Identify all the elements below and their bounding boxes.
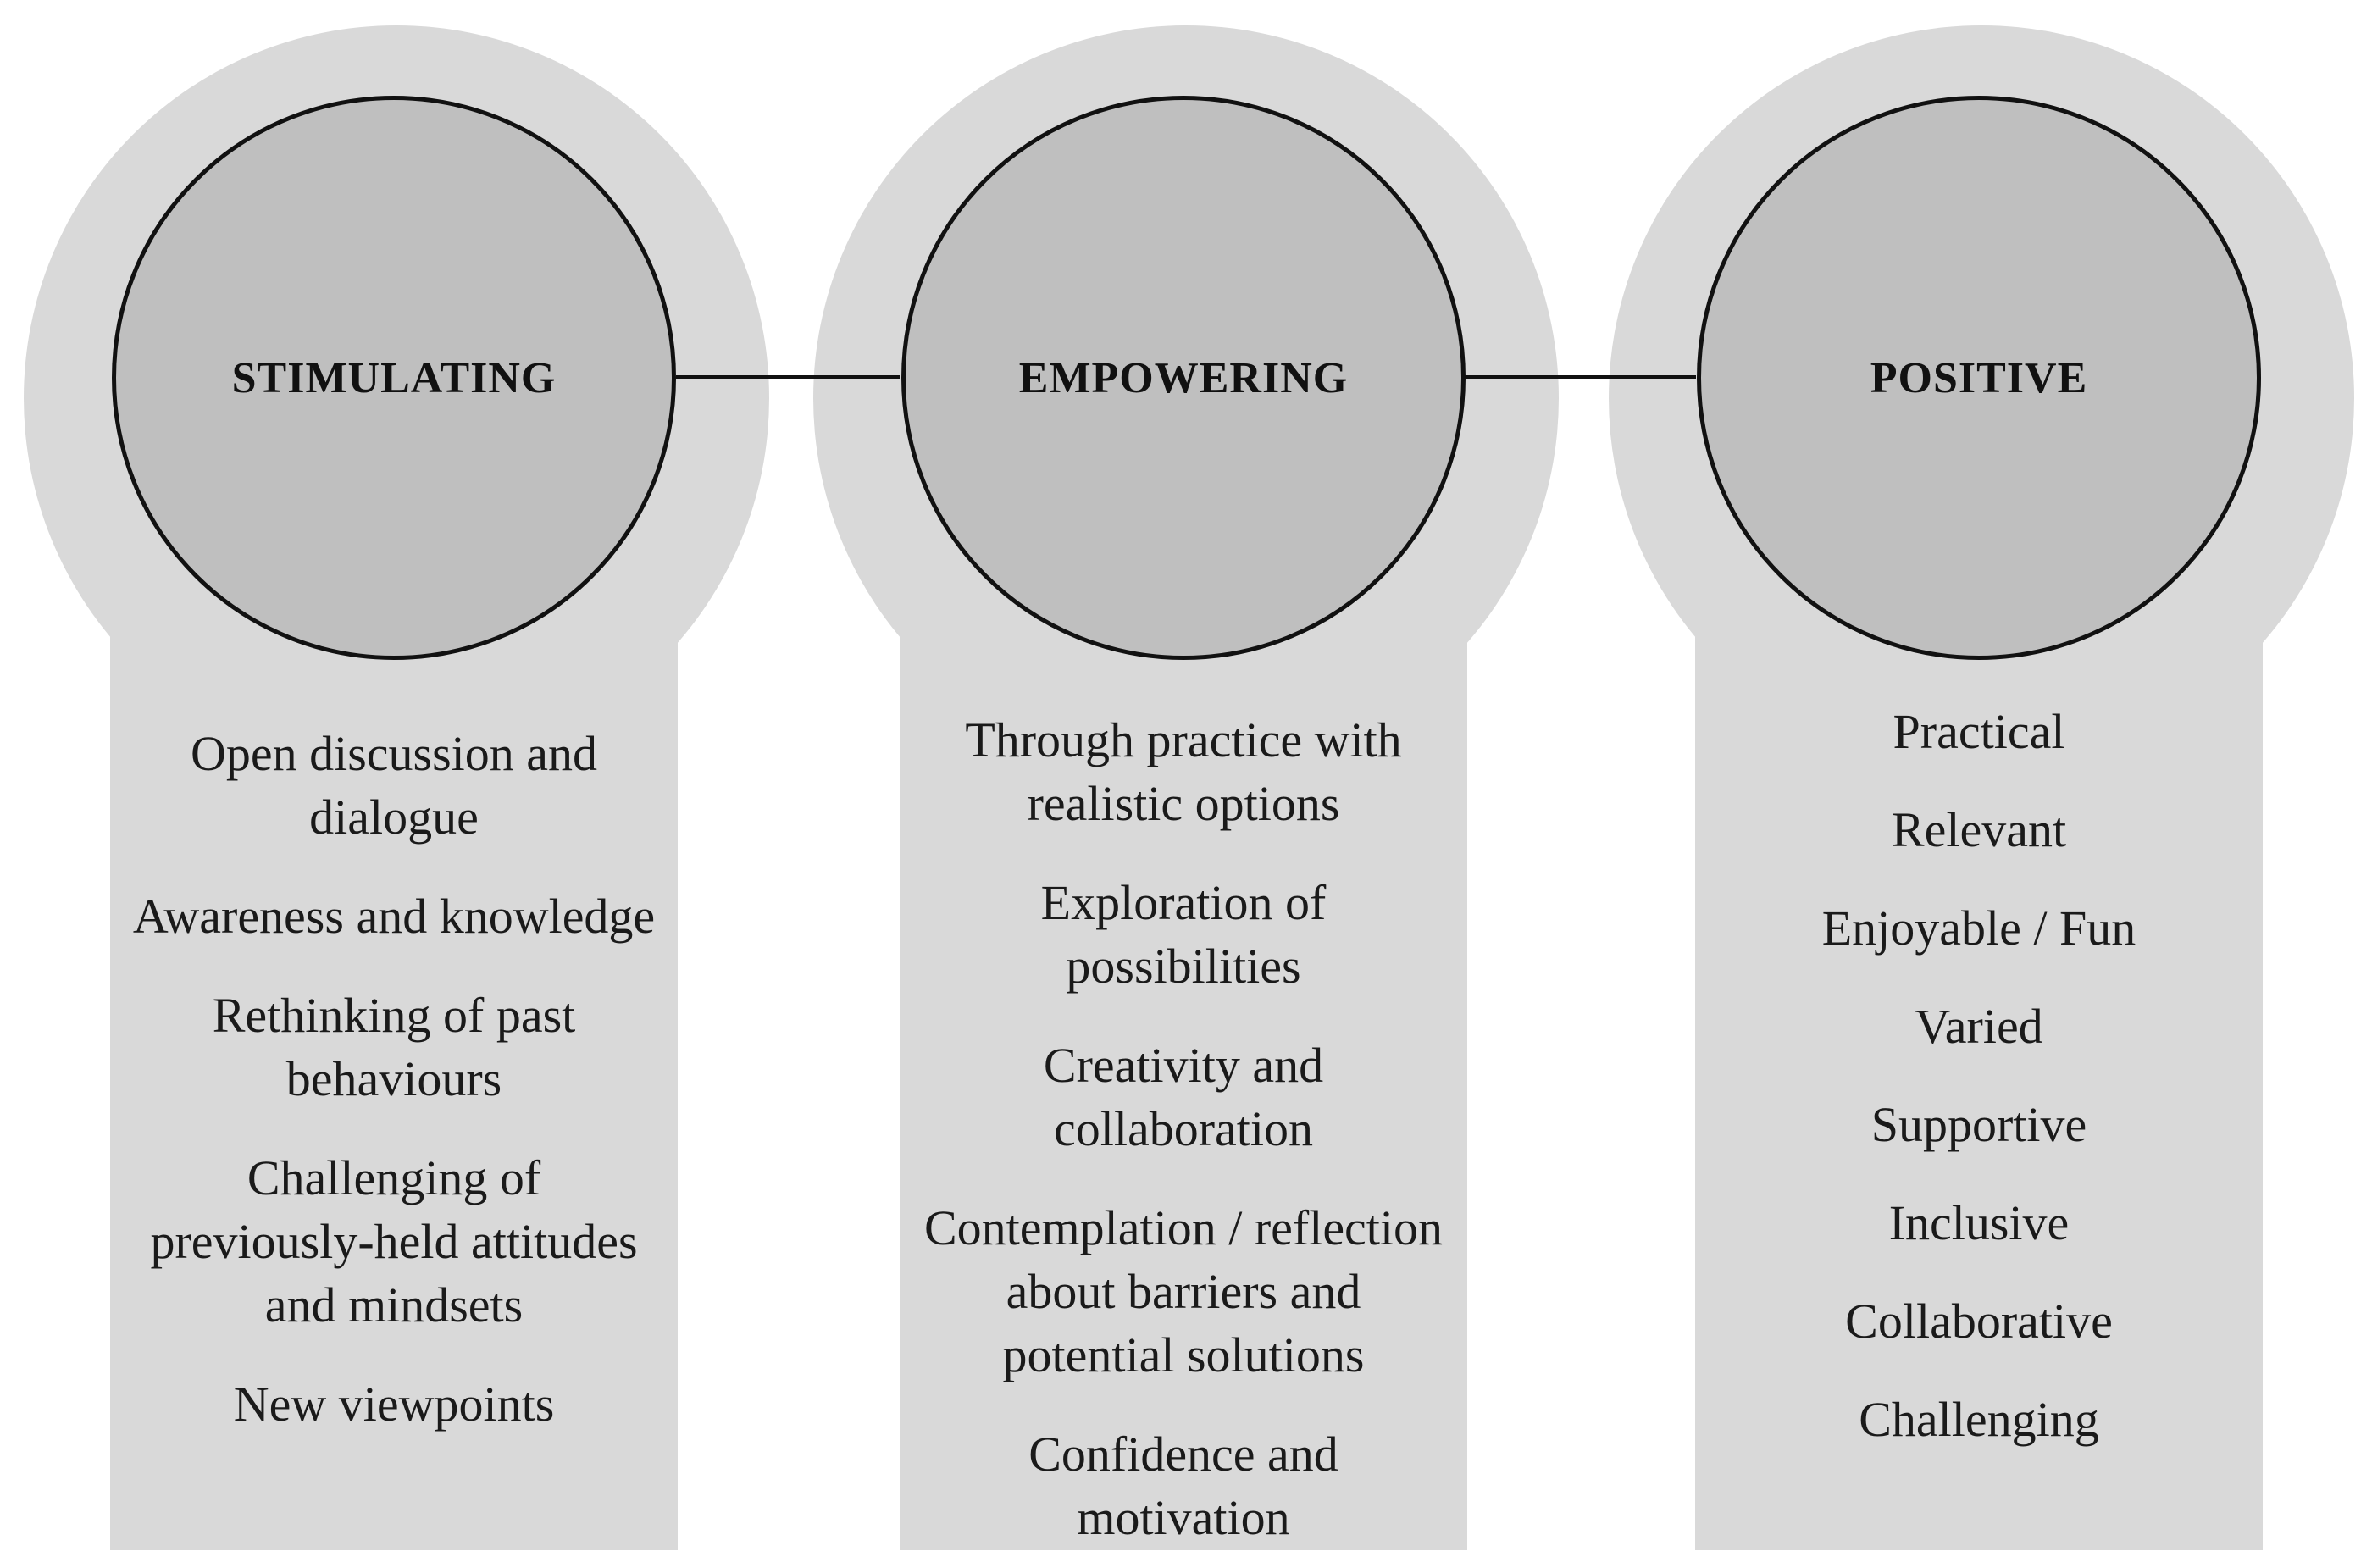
pillar-circle: STIMULATING <box>112 96 676 660</box>
pillar-item: Varied <box>1915 999 2043 1054</box>
pillar-title: POSITIVE <box>1870 353 2088 402</box>
pillar-item: Supportive <box>1870 1097 2087 1152</box>
pillar-item: Challenging <box>1859 1392 2099 1447</box>
pillar-item: Contemplation / reflection about barrier… <box>923 1200 1444 1382</box>
pillar-stimulating: STIMULATING Open discussion and dialogue… <box>24 0 769 1568</box>
pillar-item: Inclusive <box>1888 1195 2070 1250</box>
pillar-title: EMPOWERING <box>1018 353 1349 402</box>
pillar-stem <box>110 593 678 1550</box>
pillar-item: Challenging of previously-held attitudes… <box>150 1150 638 1333</box>
pillar-item: Enjoyable / Fun <box>1821 900 2136 956</box>
connector-line <box>676 375 900 379</box>
pillar-title: STIMULATING <box>231 353 557 402</box>
pillar-item-list: Practical Relevant Enjoyable / Fun Varie… <box>1695 700 2263 1452</box>
pillar-item: Open discussion and dialogue <box>190 726 598 845</box>
pillar-empowering: EMPOWERING Through practice with realist… <box>813 0 1559 1568</box>
pillar-item: Exploration of possibilities <box>1040 875 1327 994</box>
pillar-item: Awareness and knowledge <box>132 889 656 944</box>
pillar-stem <box>900 593 1467 1550</box>
pillar-positive: POSITIVE Practical Relevant Enjoyable / … <box>1609 0 2354 1568</box>
pillar-item: Relevant <box>1891 802 2067 857</box>
pillar-circle: EMPOWERING <box>901 96 1466 660</box>
pillar-item-list: Open discussion and dialogue Awareness a… <box>110 722 678 1436</box>
pillar-item: New viewpoints <box>233 1377 555 1432</box>
pillar-stem <box>1695 593 2263 1550</box>
pillar-item-list: Through practice with realistic options … <box>900 708 1467 1549</box>
pillar-circle: POSITIVE <box>1697 96 2261 660</box>
pillar-item: Practical <box>1893 704 2065 759</box>
pillar-item: Through practice with realistic options <box>965 712 1402 831</box>
pillar-item: Confidence and motivation <box>1028 1427 1338 1545</box>
pillar-item: Rethinking of past behaviours <box>212 988 576 1106</box>
pillar-item: Creativity and collaboration <box>1043 1038 1324 1156</box>
pillar-item: Collaborative <box>1845 1294 2113 1349</box>
connector-line <box>1463 375 1696 379</box>
